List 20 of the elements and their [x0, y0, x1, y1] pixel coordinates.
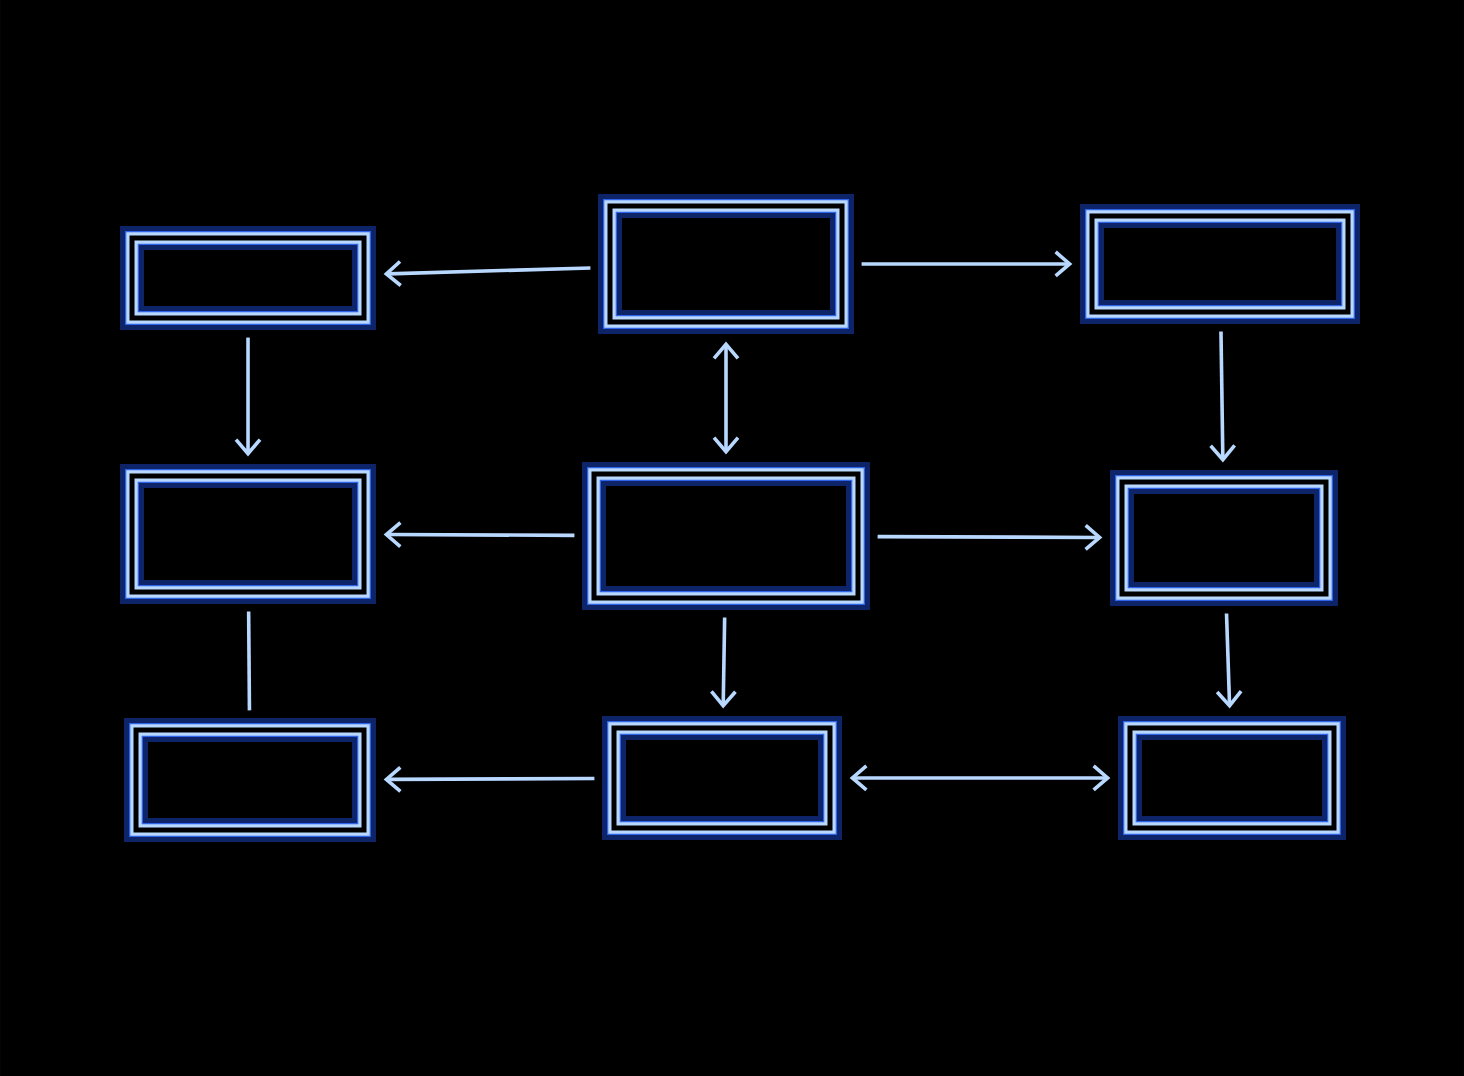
arrow — [710, 617, 737, 709]
arrow — [849, 764, 1111, 792]
arrow — [383, 260, 591, 287]
neon-box — [124, 717, 376, 842]
arrow — [712, 341, 740, 455]
neon-box — [582, 462, 870, 610]
neon-box — [1110, 470, 1338, 606]
neon-box — [602, 715, 842, 840]
arrow — [383, 765, 595, 793]
neon-box — [120, 464, 376, 604]
neon-box — [1118, 715, 1346, 840]
arrow — [1215, 613, 1243, 709]
arrow — [234, 337, 262, 457]
arrow — [383, 521, 575, 548]
neon-box — [598, 194, 854, 334]
neon-box — [120, 226, 376, 330]
arrow — [861, 250, 1073, 278]
arrow — [1209, 331, 1237, 463]
arrow — [877, 524, 1103, 551]
neon-box — [1080, 204, 1360, 324]
